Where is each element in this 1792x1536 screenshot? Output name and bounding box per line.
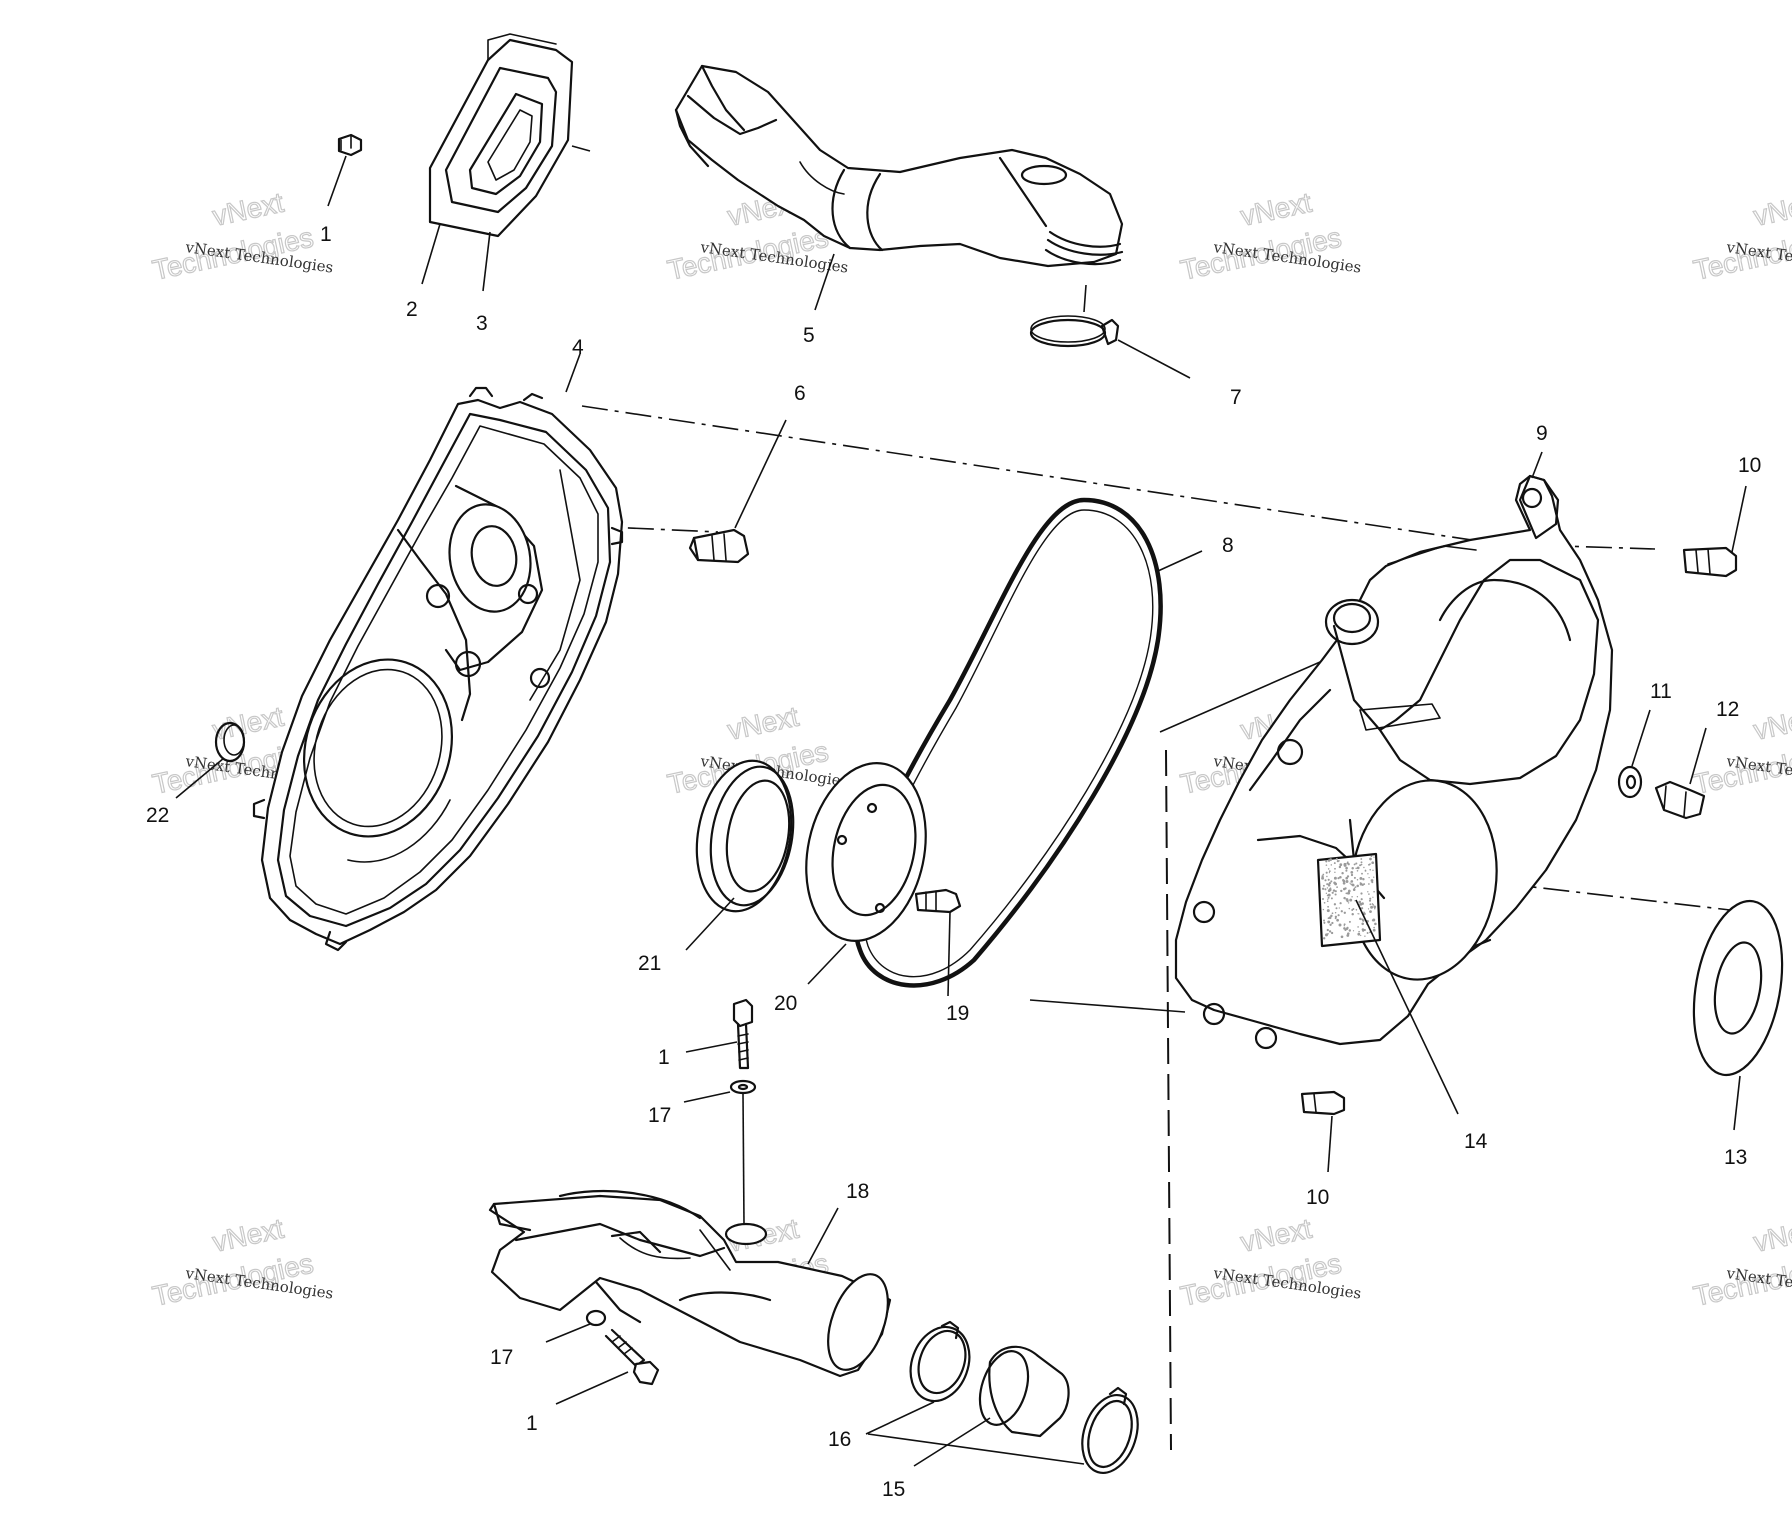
- callout-21: 21: [638, 952, 661, 975]
- callout-10b: 10: [1306, 1186, 1329, 1209]
- watermark-text-large: vNext: [1751, 187, 1792, 232]
- watermark-text-large: vNext: [210, 187, 287, 232]
- watermark-text-large: vNext: [1751, 1213, 1792, 1258]
- callout-9: 9: [1536, 422, 1548, 445]
- part-screw-10-upper: [1682, 485, 1747, 578]
- part-clamp-16a: [909, 1320, 971, 1403]
- part-outlet-duct: [488, 1189, 892, 1378]
- callout-17a: 17: [648, 1104, 671, 1127]
- part-label-decal: [1316, 852, 1459, 1115]
- callout-22: 22: [146, 804, 169, 827]
- part-bolt-center: [683, 998, 757, 1225]
- part-inner-clutch-cover: [252, 353, 624, 952]
- callout-20: 20: [774, 992, 797, 1015]
- callout-5: 5: [803, 324, 815, 347]
- callout-15: 15: [882, 1478, 905, 1501]
- callout-1a: 1: [320, 223, 332, 246]
- watermark-text-large: vNext: [1238, 1213, 1315, 1258]
- part-bolt-top-left: [327, 133, 363, 207]
- part-clamp-16b: [1081, 1386, 1139, 1474]
- part-bolt-6: [688, 419, 787, 564]
- part-outer-clutch-cover: [1174, 451, 1614, 1050]
- callout-7: 7: [1230, 386, 1242, 409]
- part-plug: [175, 721, 246, 799]
- watermark-text-large: vNext: [1751, 701, 1792, 746]
- callout-16: 16: [828, 1428, 851, 1451]
- callout-numbers: 1 2 3 4 5 6 7 8 9 10 11 12 22 21 20 19 1…: [146, 223, 1761, 1501]
- part-plug-12: [1654, 727, 1707, 820]
- callout-3: 3: [476, 312, 488, 335]
- part-plate: [805, 762, 927, 985]
- part-bolt-lower: [545, 1309, 660, 1405]
- callout-10a: 10: [1738, 454, 1761, 477]
- callout-18: 18: [846, 1180, 869, 1203]
- callout-11: 11: [1650, 680, 1672, 703]
- callout-2: 2: [406, 298, 418, 321]
- part-intake-duct: [674, 64, 1124, 311]
- part-gasket-13: [1692, 899, 1784, 1131]
- callout-12: 12: [1716, 698, 1739, 721]
- callout-13: 13: [1724, 1146, 1747, 1169]
- part-16-15-leaders: [865, 1401, 1085, 1467]
- callout-8: 8: [1222, 534, 1234, 557]
- part-screw-19: [914, 888, 962, 997]
- callout-17b: 17: [490, 1346, 513, 1369]
- callout-6: 6: [794, 382, 806, 405]
- part-intake-boot: [421, 33, 591, 292]
- part-drive-belt: [853, 497, 1203, 988]
- callout-1b: 1: [658, 1046, 670, 1069]
- watermark-text-large: vNext: [210, 701, 287, 746]
- part-tube-15: [978, 1345, 1070, 1438]
- part-clamp-upper: [1029, 284, 1191, 379]
- part-seal: [685, 759, 795, 951]
- callout-14: 14: [1464, 1130, 1488, 1153]
- part-washer-11: [1617, 709, 1651, 799]
- callout-19: 19: [946, 1002, 969, 1025]
- callout-1c: 1: [526, 1412, 538, 1435]
- part-screw-10-lower: [1300, 1090, 1346, 1173]
- watermark-text-large: vNext: [1238, 187, 1315, 232]
- watermark-text-large: vNext: [210, 1213, 287, 1258]
- callout-4: 4: [572, 336, 584, 359]
- watermark-text-large: vNext: [725, 701, 802, 746]
